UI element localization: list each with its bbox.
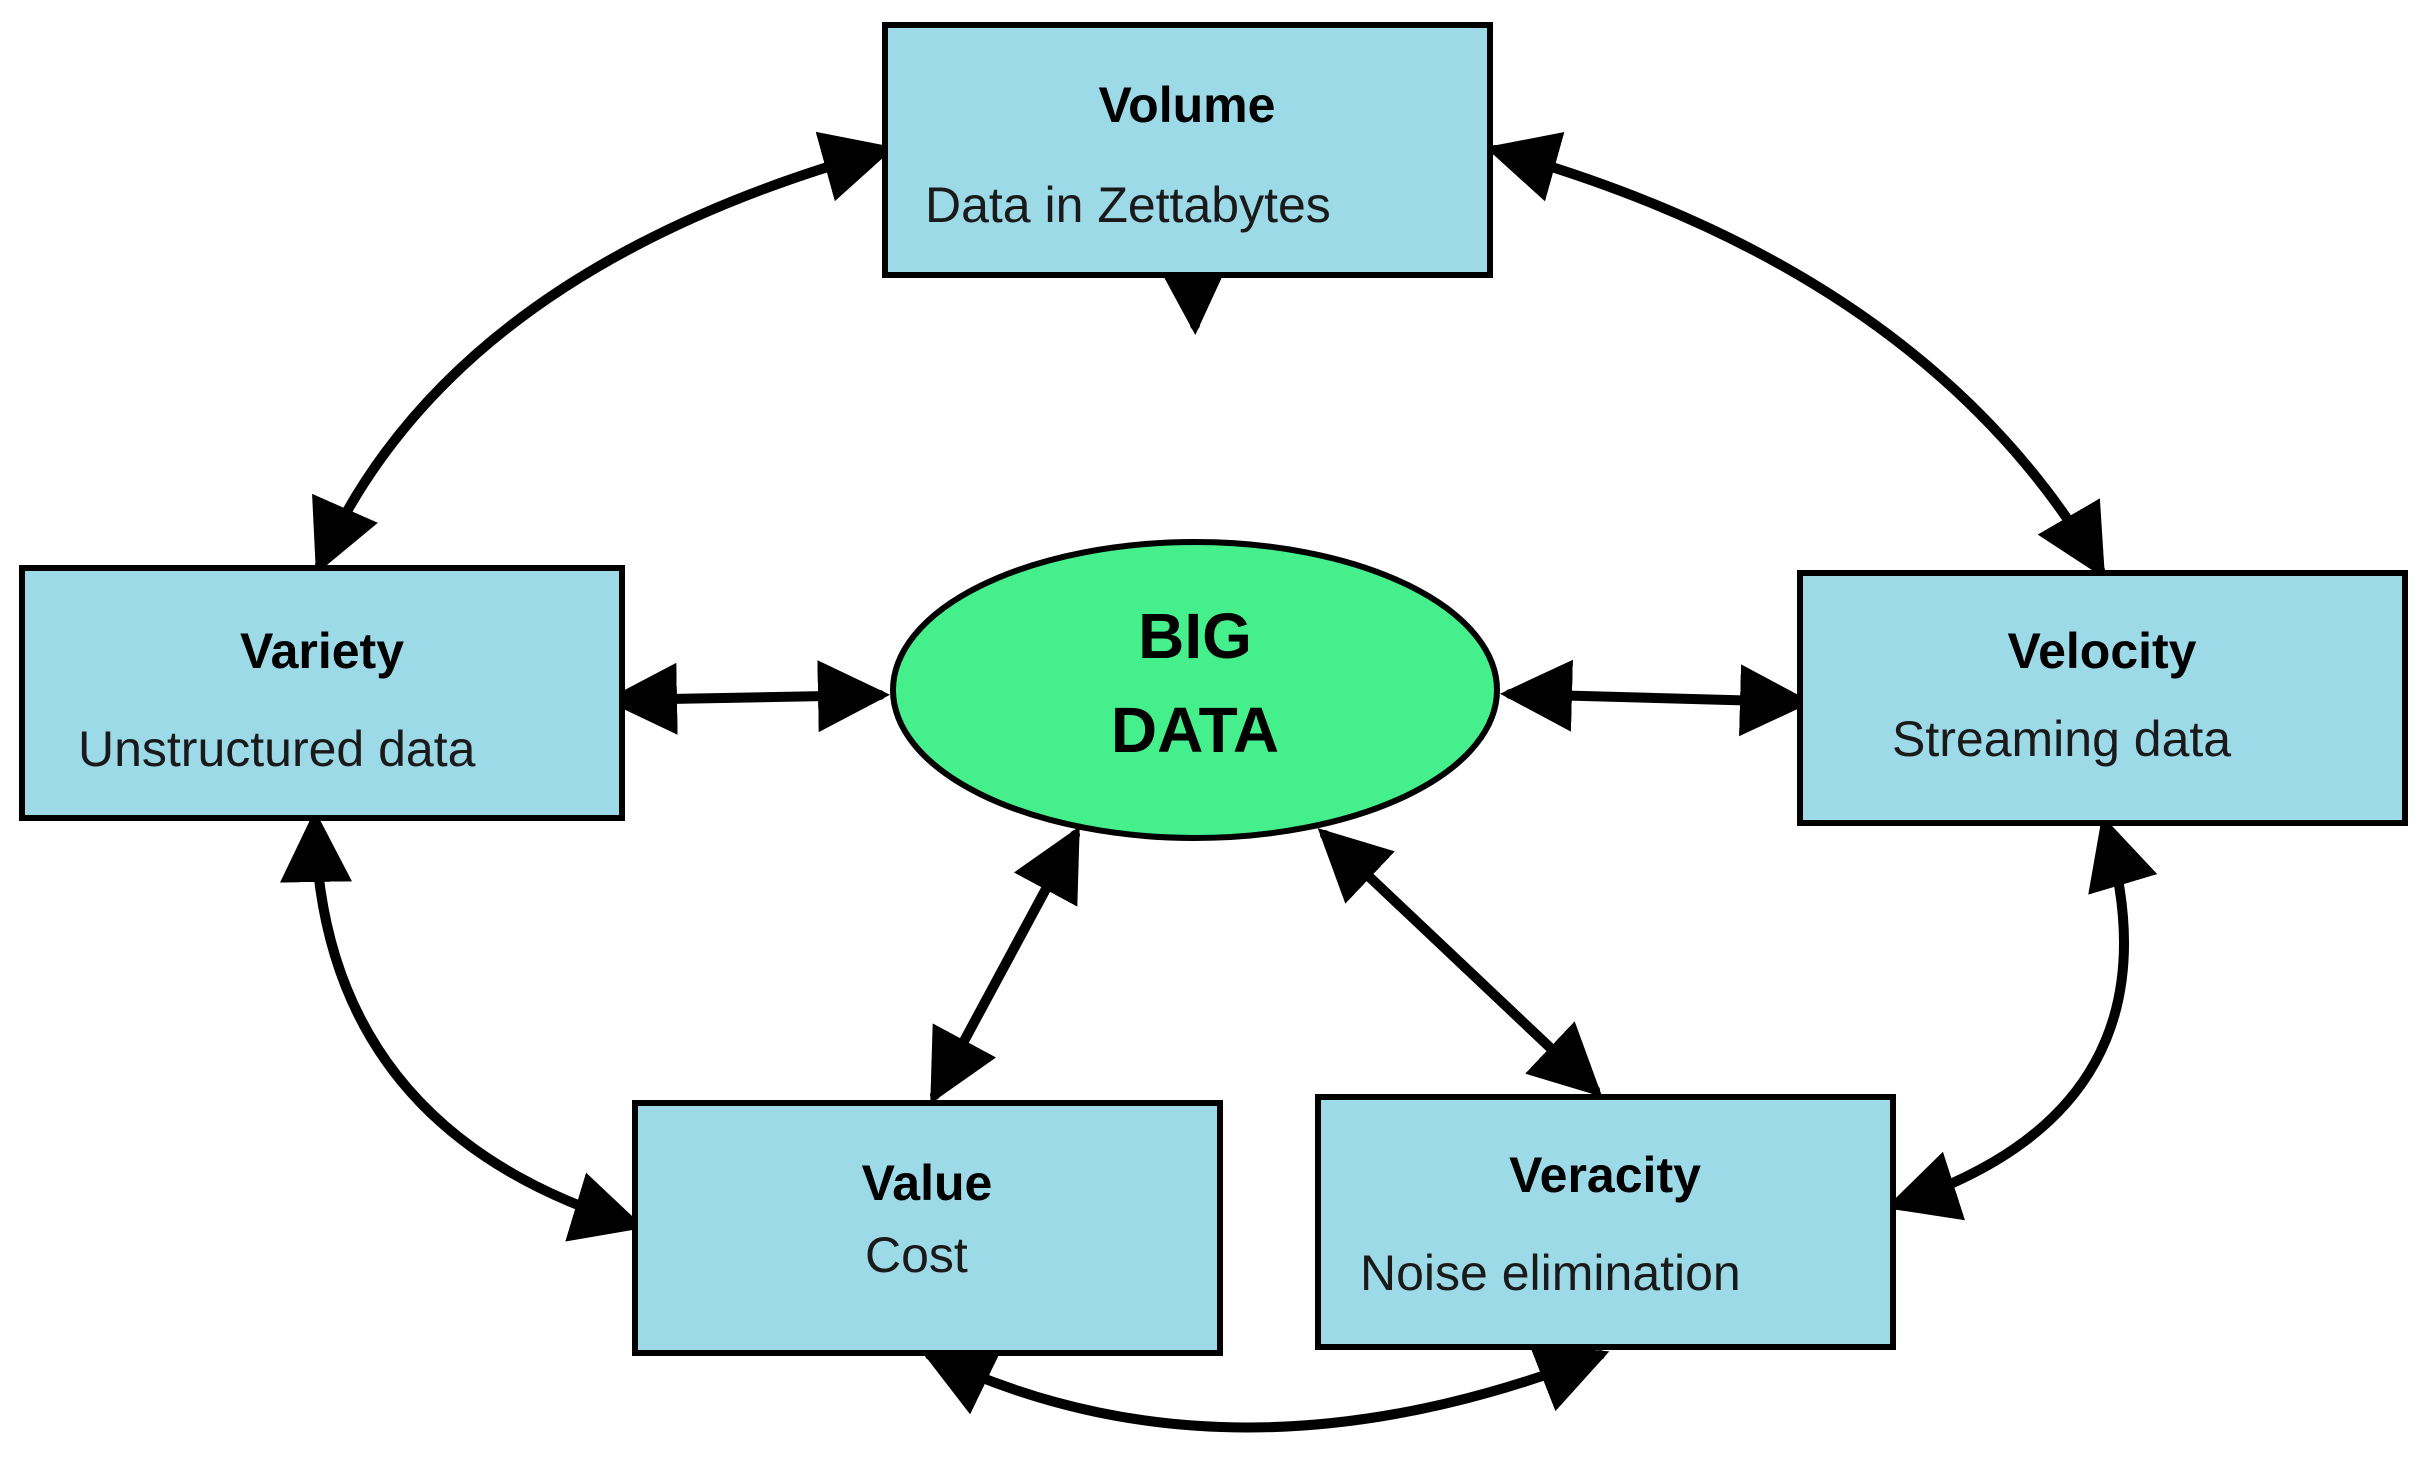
variety-box: Variety Unstructured data (19, 565, 625, 821)
value-subtitle: Cost (865, 1227, 968, 1283)
veracity-box: Veracity Noise elimination (1315, 1094, 1896, 1350)
arrow-bigdata-variety (605, 660, 890, 735)
velocity-title: Velocity (2008, 623, 2197, 679)
big-data-node: BIG DATA (890, 539, 1500, 841)
arrow-bigdata-veracity (1317, 828, 1603, 1097)
arrow-bigdata-velocity (1500, 659, 1812, 737)
big-data-line2: DATA (1111, 694, 1279, 766)
big-data-line1: BIG (1138, 600, 1252, 672)
value-title: Value (862, 1155, 993, 1211)
value-box: Value Cost (632, 1100, 1223, 1356)
connectors (280, 131, 2158, 1433)
arrow-volume-variety (312, 131, 895, 575)
volume-subtitle: Data in Zettabytes (925, 177, 1331, 233)
big-data-ellipse (890, 539, 1500, 841)
variety-title: Variety (240, 623, 404, 679)
volume-title: Volume (1099, 77, 1276, 133)
veracity-title: Veracity (1509, 1147, 1701, 1203)
arrow-value-veracity (920, 1344, 1610, 1433)
variety-subtitle: Unstructured data (78, 721, 476, 777)
arrow-variety-value (280, 810, 645, 1242)
veracity-subtitle: Noise elimination (1360, 1245, 1741, 1301)
arrow-bigdata-value (930, 826, 1080, 1104)
velocity-box: Velocity Streaming data (1797, 570, 2408, 826)
velocity-subtitle: Streaming data (1892, 711, 2231, 767)
volume-box: Volume Data in Zettabytes (882, 22, 1493, 278)
arrow-velocity-veracity (1885, 815, 2158, 1221)
arrow-volume-velocity (1485, 132, 2106, 579)
